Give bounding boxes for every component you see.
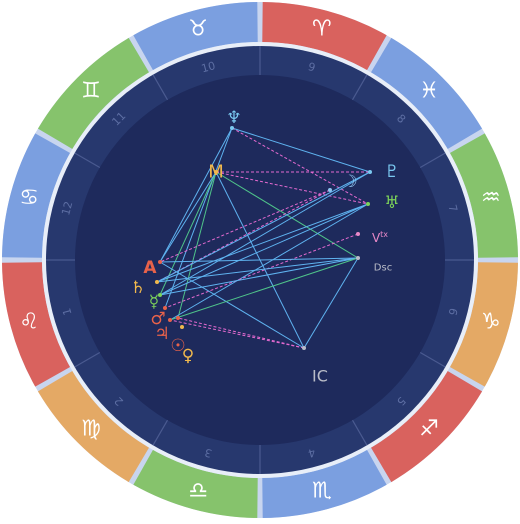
saturn-anchor-dot <box>155 280 159 284</box>
zodiac-segment-libra <box>133 449 258 518</box>
aspect-line-uranus-jupiter <box>169 203 369 321</box>
aspect-line-mc-sun <box>177 171 217 319</box>
aspect-line-ic-jupiter <box>169 319 305 349</box>
aspect-line-mc-uranus <box>215 171 369 205</box>
mercury-anchor-dot <box>158 293 162 297</box>
aspect-line-neptune-pluto <box>231 127 371 173</box>
aspect-line-jupiter-dsc <box>169 257 359 321</box>
sun-anchor-dot <box>176 316 180 320</box>
zodiac-segment-scorpio <box>262 449 387 518</box>
asc-anchor-dot <box>158 260 162 264</box>
house-cusp-line <box>74 152 101 169</box>
pluto-icon[interactable]: ♇ <box>384 162 399 182</box>
zodiac-aquarius-icon: ♒ <box>481 186 501 211</box>
pluto-anchor-dot <box>368 170 372 174</box>
house-number-1: 1 <box>60 307 74 317</box>
aspect-line-mercury-pluto <box>159 171 371 296</box>
aspect-line-dsc-asc <box>159 257 359 263</box>
house-cusp-line <box>419 152 446 169</box>
neptune-anchor-dot <box>230 126 234 130</box>
zodiac-gemini-icon: ♊ <box>81 79 101 104</box>
zodiac-segment-gemini <box>37 37 150 150</box>
aspect-line-vertex-mars <box>164 233 359 309</box>
house-number-6: 6 <box>446 307 460 317</box>
zodiac-segment-taurus <box>133 2 258 71</box>
house-cusp-line <box>419 351 446 368</box>
uranus-icon[interactable]: ♅ <box>384 193 399 213</box>
zodiac-capricorn-icon: ♑ <box>481 309 501 334</box>
venus-icon[interactable]: ♀ <box>182 346 194 366</box>
aspect-line-dsc-ic <box>303 257 359 349</box>
mc-icon[interactable]: M <box>208 162 224 183</box>
asc-icon[interactable]: A <box>143 258 157 278</box>
aspect-line-neptune-mars <box>164 127 233 309</box>
moon-icon[interactable]: ☽ <box>342 172 357 192</box>
aspect-line-neptune-uranus <box>231 127 369 205</box>
zodiac-taurus-icon: ♉ <box>188 17 208 42</box>
neptune-icon[interactable]: ♆ <box>226 108 241 128</box>
venus-anchor-dot <box>180 325 184 329</box>
aspect-line-mc-mercury <box>159 171 217 296</box>
aspect-line-moon-asc <box>159 189 331 263</box>
ic-icon[interactable]: IC <box>312 367 328 386</box>
aspect-line-ic-sun <box>177 317 305 349</box>
house-cusp-line <box>351 419 368 446</box>
moon-anchor-dot <box>328 188 332 192</box>
zodiac-pisces-icon: ♓ <box>419 79 439 104</box>
uranus-anchor-dot <box>366 202 370 206</box>
aspect-line-dsc-saturn <box>156 257 359 283</box>
mc-anchor-dot <box>214 170 218 174</box>
zodiac-segment-aquarius <box>449 133 518 258</box>
dsc-anchor-dot <box>356 256 360 260</box>
aspect-line-pluto-saturn <box>156 171 371 283</box>
jupiter-anchor-dot <box>168 318 172 322</box>
mercury-icon[interactable]: ☿ <box>149 292 159 312</box>
mars-icon[interactable]: ♂ <box>150 309 165 329</box>
aspect-lines <box>156 127 371 349</box>
saturn-icon[interactable]: ♄ <box>130 278 145 298</box>
zodiac-segment-virgo <box>37 370 150 483</box>
dsc-icon[interactable]: Dsc <box>374 263 392 274</box>
vertex-anchor-dot <box>356 232 360 236</box>
zodiac-cancer-icon: ♋ <box>19 186 39 211</box>
aspect-line-saturn-uranus <box>156 203 369 283</box>
aspect-line-moon-saturn <box>156 189 331 283</box>
house-number-3: 3 <box>203 446 213 460</box>
aspect-line-asc-ic <box>159 261 305 349</box>
zodiac-segment-pisces <box>370 37 483 150</box>
house-number-7: 7 <box>446 203 460 213</box>
zodiac-scorpio-icon: ♏ <box>312 478 332 503</box>
zodiac-segment-aries <box>262 2 387 71</box>
house-cusp-line <box>74 351 101 368</box>
zodiac-segment-cancer <box>2 133 71 258</box>
ic-anchor-dot <box>302 346 306 350</box>
house-number-4: 4 <box>307 446 317 460</box>
zodiac-leo-icon: ♌ <box>19 309 39 334</box>
aspect-line-dsc-mercury <box>159 257 359 296</box>
house-cusp-line <box>351 74 368 101</box>
aspect-line-mc-asc <box>159 171 217 263</box>
sun-icon[interactable]: ☉ <box>170 336 185 356</box>
house-number-12: 12 <box>59 200 75 217</box>
zodiac-segment-leo <box>2 262 71 387</box>
jupiter-icon[interactable]: ♃ <box>154 324 169 344</box>
zodiac-segment-sagittarius <box>370 370 483 483</box>
zodiac-sagittarius-icon: ♐ <box>419 416 439 441</box>
house-number-10: 10 <box>200 59 217 75</box>
house-cusp-line <box>152 74 169 101</box>
house-cusp-line <box>152 419 169 446</box>
zodiac-segment-capricorn <box>449 262 518 387</box>
zodiac-aries-icon: ♈ <box>312 17 332 42</box>
mars-anchor-dot <box>163 306 167 310</box>
aspect-line-neptune-asc <box>159 127 233 263</box>
zodiac-libra-icon: ♎ <box>188 478 208 503</box>
house-number-9: 9 <box>307 60 317 74</box>
aspect-line-uranus-mercury <box>159 203 369 296</box>
zodiac-virgo-icon: ♍ <box>81 416 101 441</box>
